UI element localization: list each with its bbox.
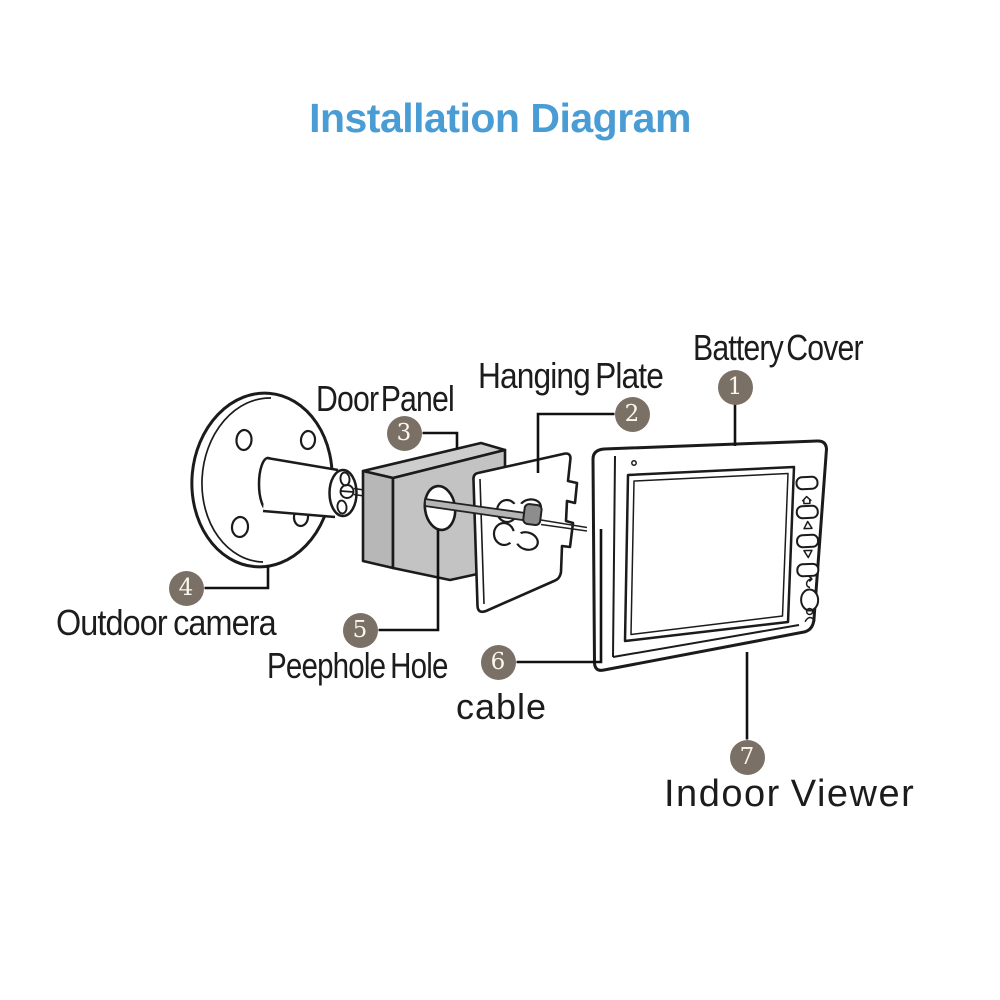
label-battery-cover: Battery Cover — [693, 327, 864, 368]
callout-badge-2: 2 — [614, 396, 650, 432]
keyhole-slot-bottom — [492, 521, 539, 551]
disc-screw-hole — [299, 429, 317, 451]
camera-barrel — [263, 458, 338, 518]
viewer-button-up — [795, 504, 819, 520]
viewer-led — [631, 460, 637, 466]
person-icon — [804, 607, 816, 623]
viewer-screen-bezel — [623, 465, 796, 643]
leader-5 — [378, 530, 440, 632]
viewer-button-monitor — [800, 588, 820, 612]
callout-badge-1: 1 — [717, 369, 753, 405]
leader-4 — [204, 565, 270, 590]
label-hanging-plate: Hanging Plate — [478, 355, 664, 396]
indoor-viewer-drawing — [591, 439, 828, 672]
label-cable: cable — [456, 686, 548, 727]
leader-lines — [204, 404, 749, 740]
callout-badge-3: 3 — [386, 415, 422, 451]
leader-2 — [536, 412, 615, 473]
cable-drawing — [424, 498, 588, 532]
arrow-down-icon — [803, 549, 813, 559]
hanging-plate-drawing — [472, 452, 579, 614]
viewer-button-down — [796, 533, 820, 549]
cable-wire — [540, 519, 588, 532]
cable-plug — [522, 503, 543, 527]
disc-screw-hole — [230, 515, 250, 539]
callout-badge-7: 7 — [729, 739, 765, 775]
leader-6 — [516, 529, 603, 664]
outdoor-camera-drawing — [190, 391, 365, 569]
viewer-button-home — [795, 475, 819, 491]
callout-badge-4: 4 — [168, 570, 204, 606]
return-icon — [805, 575, 813, 589]
hanging-plate-edge — [479, 478, 485, 605]
home-icon — [801, 495, 812, 505]
door-panel-left-face — [361, 469, 395, 570]
callout-badge-5: 5 — [342, 612, 378, 648]
viewer-screen — [630, 472, 789, 636]
label-outdoor-camera: Outdoor camera — [56, 602, 277, 643]
label-door-panel: Door Panel — [316, 378, 455, 419]
label-indoor-viewer: Indoor Viewer — [664, 773, 916, 815]
camera-disc-rim — [201, 397, 272, 563]
arrow-up-icon — [803, 520, 813, 530]
viewer-button-return — [796, 562, 820, 578]
label-peephole-hole: Peephole Hole — [267, 645, 448, 686]
disc-screw-hole — [235, 428, 253, 452]
page-title: Installation Diagram — [309, 95, 691, 141]
callout-badge-6: 6 — [480, 644, 516, 680]
leader-3 — [422, 431, 459, 449]
viewer-side-edges — [612, 455, 800, 658]
